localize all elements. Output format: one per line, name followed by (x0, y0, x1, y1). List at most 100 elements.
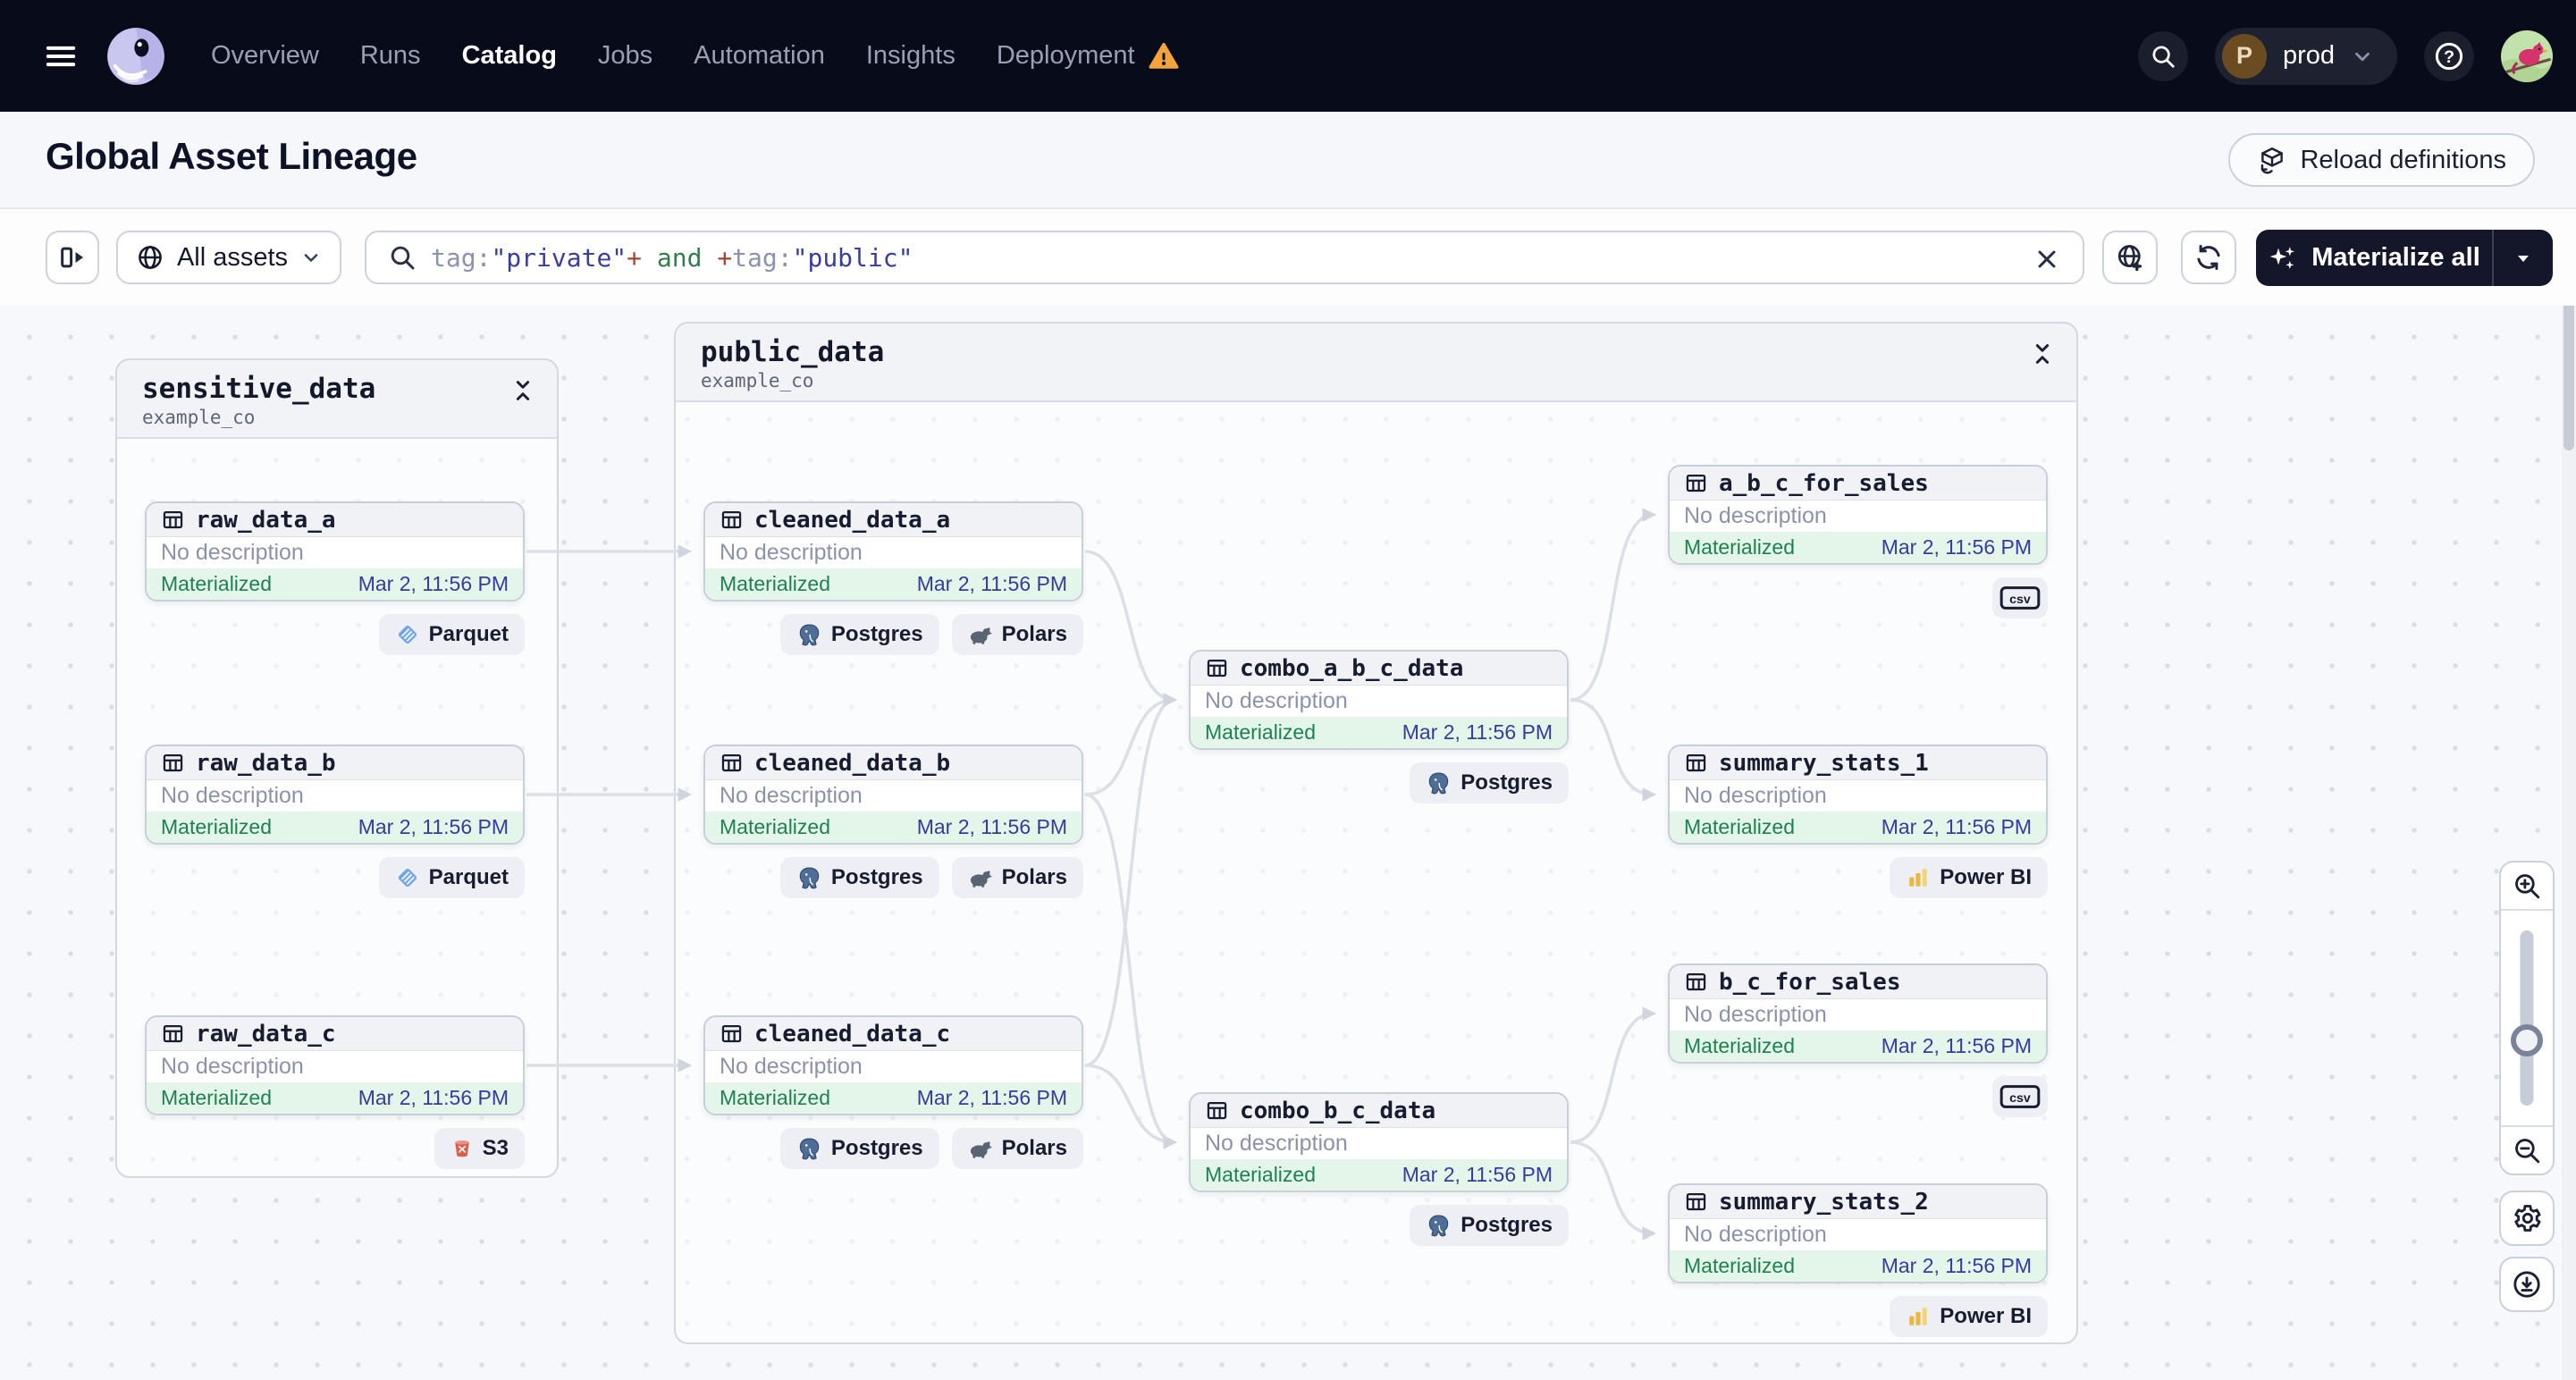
svg-text:?: ? (2444, 46, 2454, 66)
environment-badge: P (2221, 33, 2267, 79)
parquet-icon (395, 622, 420, 647)
button-divider (2492, 230, 2494, 286)
materialize-all-split-button: Materialize all (2256, 230, 2553, 286)
hamburger-icon (46, 46, 76, 66)
nav-item-automation[interactable]: Automation (694, 41, 825, 70)
reload-definitions-label: Reload definitions (2300, 145, 2506, 174)
collapse-group-button[interactable] (505, 373, 541, 408)
nav-item-wrap: Jobs (598, 41, 652, 71)
query-token: + (627, 242, 643, 273)
nav-right-cluster: P prod ? (2137, 0, 2553, 112)
asset-node-header: combo_b_c_data (1191, 1094, 1567, 1128)
clear-search-button[interactable] (2027, 240, 2067, 279)
badge-label: Power BI (1940, 1304, 2032, 1328)
asset-node-header: b_c_for_sales (1670, 965, 2046, 999)
table-icon (1205, 656, 1229, 680)
search-button[interactable] (2137, 30, 2188, 81)
badge-label: Parquet (428, 865, 509, 889)
asset-description: No description (1670, 1219, 2046, 1250)
zoom-slider-track[interactable] (2520, 930, 2534, 1106)
zoom-slider-knob[interactable] (2511, 1024, 2543, 1056)
zoom-out-button[interactable] (2501, 1125, 2553, 1174)
materialized-timestamp: Mar 2, 11:56 PM (1881, 815, 2032, 838)
environment-switcher[interactable]: P prod (2214, 27, 2397, 85)
asset-name: cleaned_data_a (754, 506, 951, 534)
materialized-status: Materialized (161, 572, 272, 595)
asset-name: combo_b_c_data (1240, 1097, 1436, 1124)
nav-item-overview[interactable]: Overview (211, 41, 319, 70)
query-token: "public" (792, 242, 913, 273)
asset-scope-dropdown[interactable]: All assets (116, 231, 341, 284)
refresh-graph-button[interactable] (2181, 231, 2236, 284)
nav-item-catalog[interactable]: Catalog (461, 41, 557, 70)
help-button[interactable]: ? (2424, 30, 2474, 81)
table-icon (161, 751, 185, 775)
asset-description: No description (147, 537, 523, 568)
asset-node-header: a_b_c_for_sales (1670, 467, 2046, 501)
table-icon (1684, 751, 1708, 775)
materialize-options-button[interactable] (2494, 248, 2553, 269)
deployment-warning-icon[interactable] (1148, 40, 1180, 72)
caret-down-icon (2518, 255, 2529, 262)
badge-postgres: Postgres (1410, 1205, 1569, 1246)
polars-icon (968, 622, 993, 647)
download-graph-button[interactable] (2499, 1257, 2555, 1312)
visualize-scope-button[interactable] (2102, 231, 2158, 284)
collapse-group-button[interactable] (2025, 336, 2060, 372)
search-query-text: tag:"private"+ and +tag:"public" (431, 243, 913, 273)
reload-definitions-button[interactable]: Reload definitions (2228, 133, 2535, 187)
asset-name: raw_data_b (196, 749, 336, 777)
asset-node-header: raw_data_b (147, 746, 523, 780)
dagster-logo-icon[interactable] (105, 26, 166, 87)
nav-item-deployment[interactable]: Deployment (996, 41, 1135, 70)
vertical-scrollbar[interactable] (2562, 209, 2576, 1380)
nav-item-insights[interactable]: Insights (865, 41, 955, 70)
page-title: Global Asset Lineage (46, 135, 417, 177)
materialized-timestamp: Mar 2, 11:56 PM (916, 815, 1067, 838)
badge-label: Postgres (830, 865, 923, 889)
asset-search-input[interactable]: tag:"private"+ and +tag:"public" (365, 231, 2084, 284)
asset-name: b_c_for_sales (1719, 968, 1901, 996)
materialize-all-label: Materialize all (2311, 243, 2480, 272)
graph-settings-button[interactable] (2499, 1191, 2555, 1246)
zoom-in-button[interactable] (2501, 862, 2553, 911)
open-sidebar-panel-button[interactable] (46, 231, 99, 284)
table-icon (1684, 471, 1708, 495)
badge-label: Postgres (830, 1136, 923, 1160)
asset-description: No description (147, 780, 523, 812)
badge-label: Postgres (830, 622, 923, 646)
materialized-status: Materialized (1684, 1254, 1795, 1277)
user-avatar[interactable] (2501, 29, 2553, 82)
nav-item-wrap: Deployment (997, 40, 1180, 72)
query-token: "private" (491, 242, 627, 273)
badge-label: S3 (482, 1136, 509, 1160)
nav-item-jobs[interactable]: Jobs (597, 41, 653, 70)
materialized-status: Materialized (1684, 535, 1795, 559)
zoom-slider[interactable] (2501, 911, 2553, 1125)
hamburger-menu-button[interactable] (36, 31, 86, 81)
postgres-icon (796, 865, 822, 891)
materialize-all-button[interactable]: Materialize all (2256, 243, 2492, 273)
nav-item-runs[interactable]: Runs (359, 41, 421, 70)
materialized-timestamp: Mar 2, 11:56 PM (916, 572, 1067, 595)
asset-name: cleaned_data_b (754, 749, 951, 777)
asset-badges: csv (1668, 577, 2048, 618)
asset-node-header: raw_data_a (147, 503, 523, 537)
asset-node-header: cleaned_data_a (705, 503, 1082, 537)
